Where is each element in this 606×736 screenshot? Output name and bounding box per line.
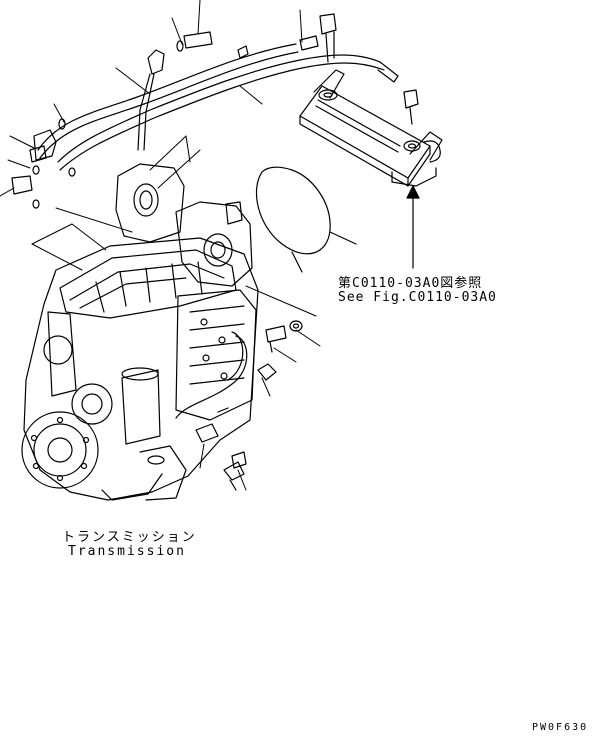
component-label-japanese: トランスミッション — [62, 530, 197, 545]
tube-assembly — [175, 320, 303, 469]
hoses — [37, 13, 419, 171]
oil-cooler — [299, 69, 443, 187]
clip-bracket — [223, 461, 245, 491]
gasket — [255, 166, 357, 273]
reference-label-japanese: 第C0110-03A0図参照 — [338, 276, 483, 291]
reference-arrow — [406, 185, 420, 269]
leader-lines — [0, 0, 321, 491]
drawing-code: PW0F630 — [532, 722, 589, 733]
transmission-body — [21, 163, 259, 501]
component-label-english: Transmission — [68, 544, 186, 559]
reference-label-english: See Fig.C0110-03A0 — [338, 290, 497, 305]
